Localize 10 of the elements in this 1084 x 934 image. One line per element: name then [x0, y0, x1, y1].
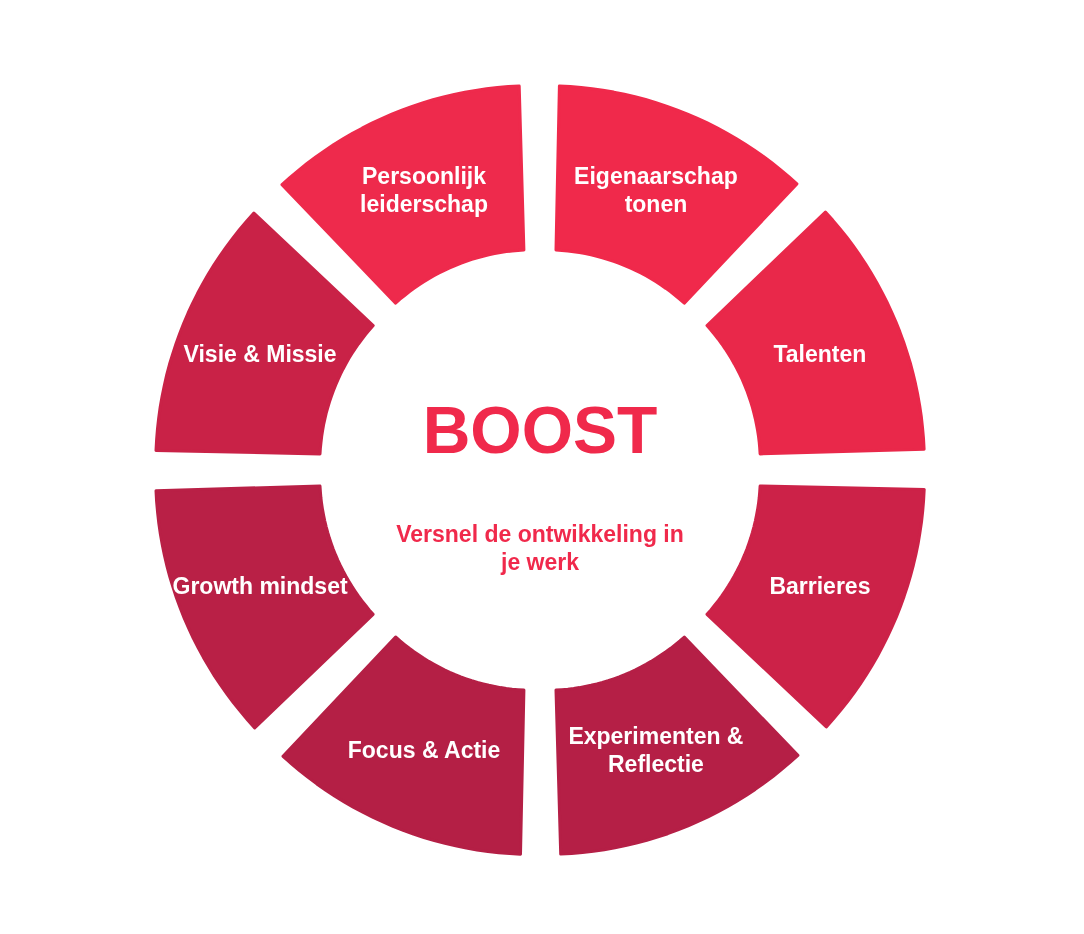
segment-label: Focus & Actie — [346, 735, 502, 764]
title-text: BOOST — [421, 395, 659, 465]
segment-label: Barrieres — [768, 571, 872, 600]
segment-label: Visie & Missie — [182, 340, 338, 369]
segment-label: Persoonlijk leiderschap — [359, 162, 489, 219]
subtitle-text: Versnel de ontwikkeling in je werk — [395, 520, 685, 576]
segment-label: Growth mindset — [171, 571, 349, 600]
segment-label: Talenten — [772, 340, 868, 369]
segment-label: Experimenten & Reflectie — [567, 721, 745, 778]
segment-label: Eigenaarschap tonen — [573, 162, 739, 219]
